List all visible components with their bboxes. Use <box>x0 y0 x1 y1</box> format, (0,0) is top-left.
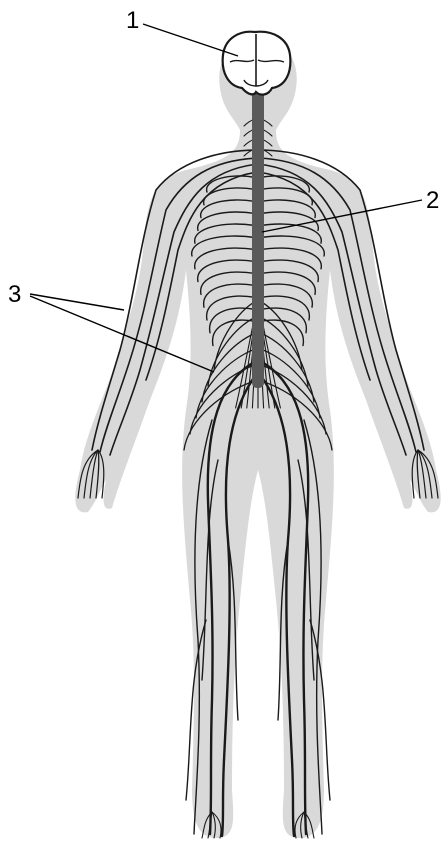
callout-label-2: 2 <box>426 187 439 214</box>
callout-leader-1 <box>143 24 238 56</box>
callout-label-1: 1 <box>126 7 139 34</box>
brain <box>223 32 291 95</box>
callout-label-3: 3 <box>8 281 21 308</box>
spinal-cord <box>252 88 264 388</box>
